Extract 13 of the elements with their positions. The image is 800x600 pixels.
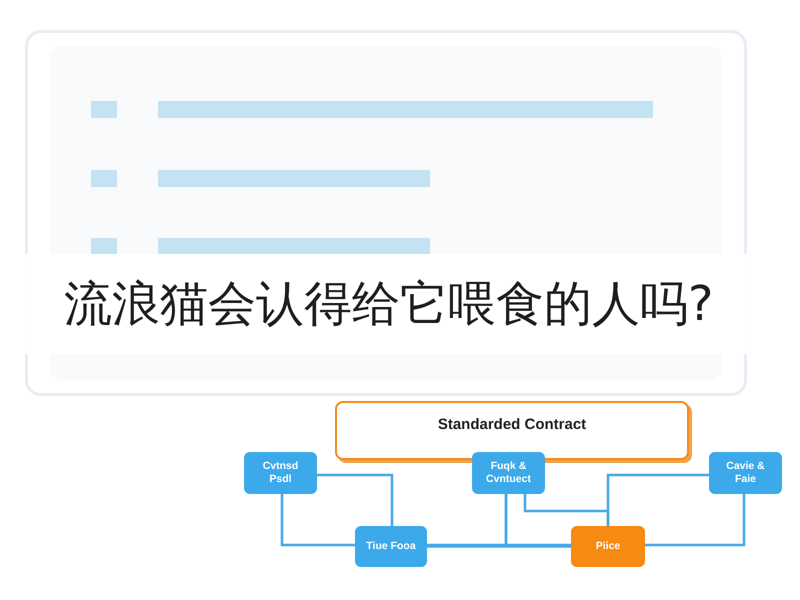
process-box: Cavie & Faie: [709, 452, 782, 494]
heading: 流浪猫会认得给它喂食的人吗?: [64, 276, 714, 332]
connector-line: [645, 494, 746, 546]
header-box: Standarded Contract: [335, 401, 689, 460]
connector-line: [280, 494, 355, 546]
connector-line: [427, 545, 571, 548]
connector-line: [317, 474, 394, 526]
connector-line: [606, 474, 709, 526]
process-box: Tiue Fooa: [355, 526, 427, 567]
process-box: Cvtnsd Psdl: [244, 452, 317, 494]
connector-line: [504, 494, 571, 546]
process-box: Fuqk & Cvntuect: [472, 452, 545, 494]
highlight-box: Piice: [571, 526, 645, 567]
